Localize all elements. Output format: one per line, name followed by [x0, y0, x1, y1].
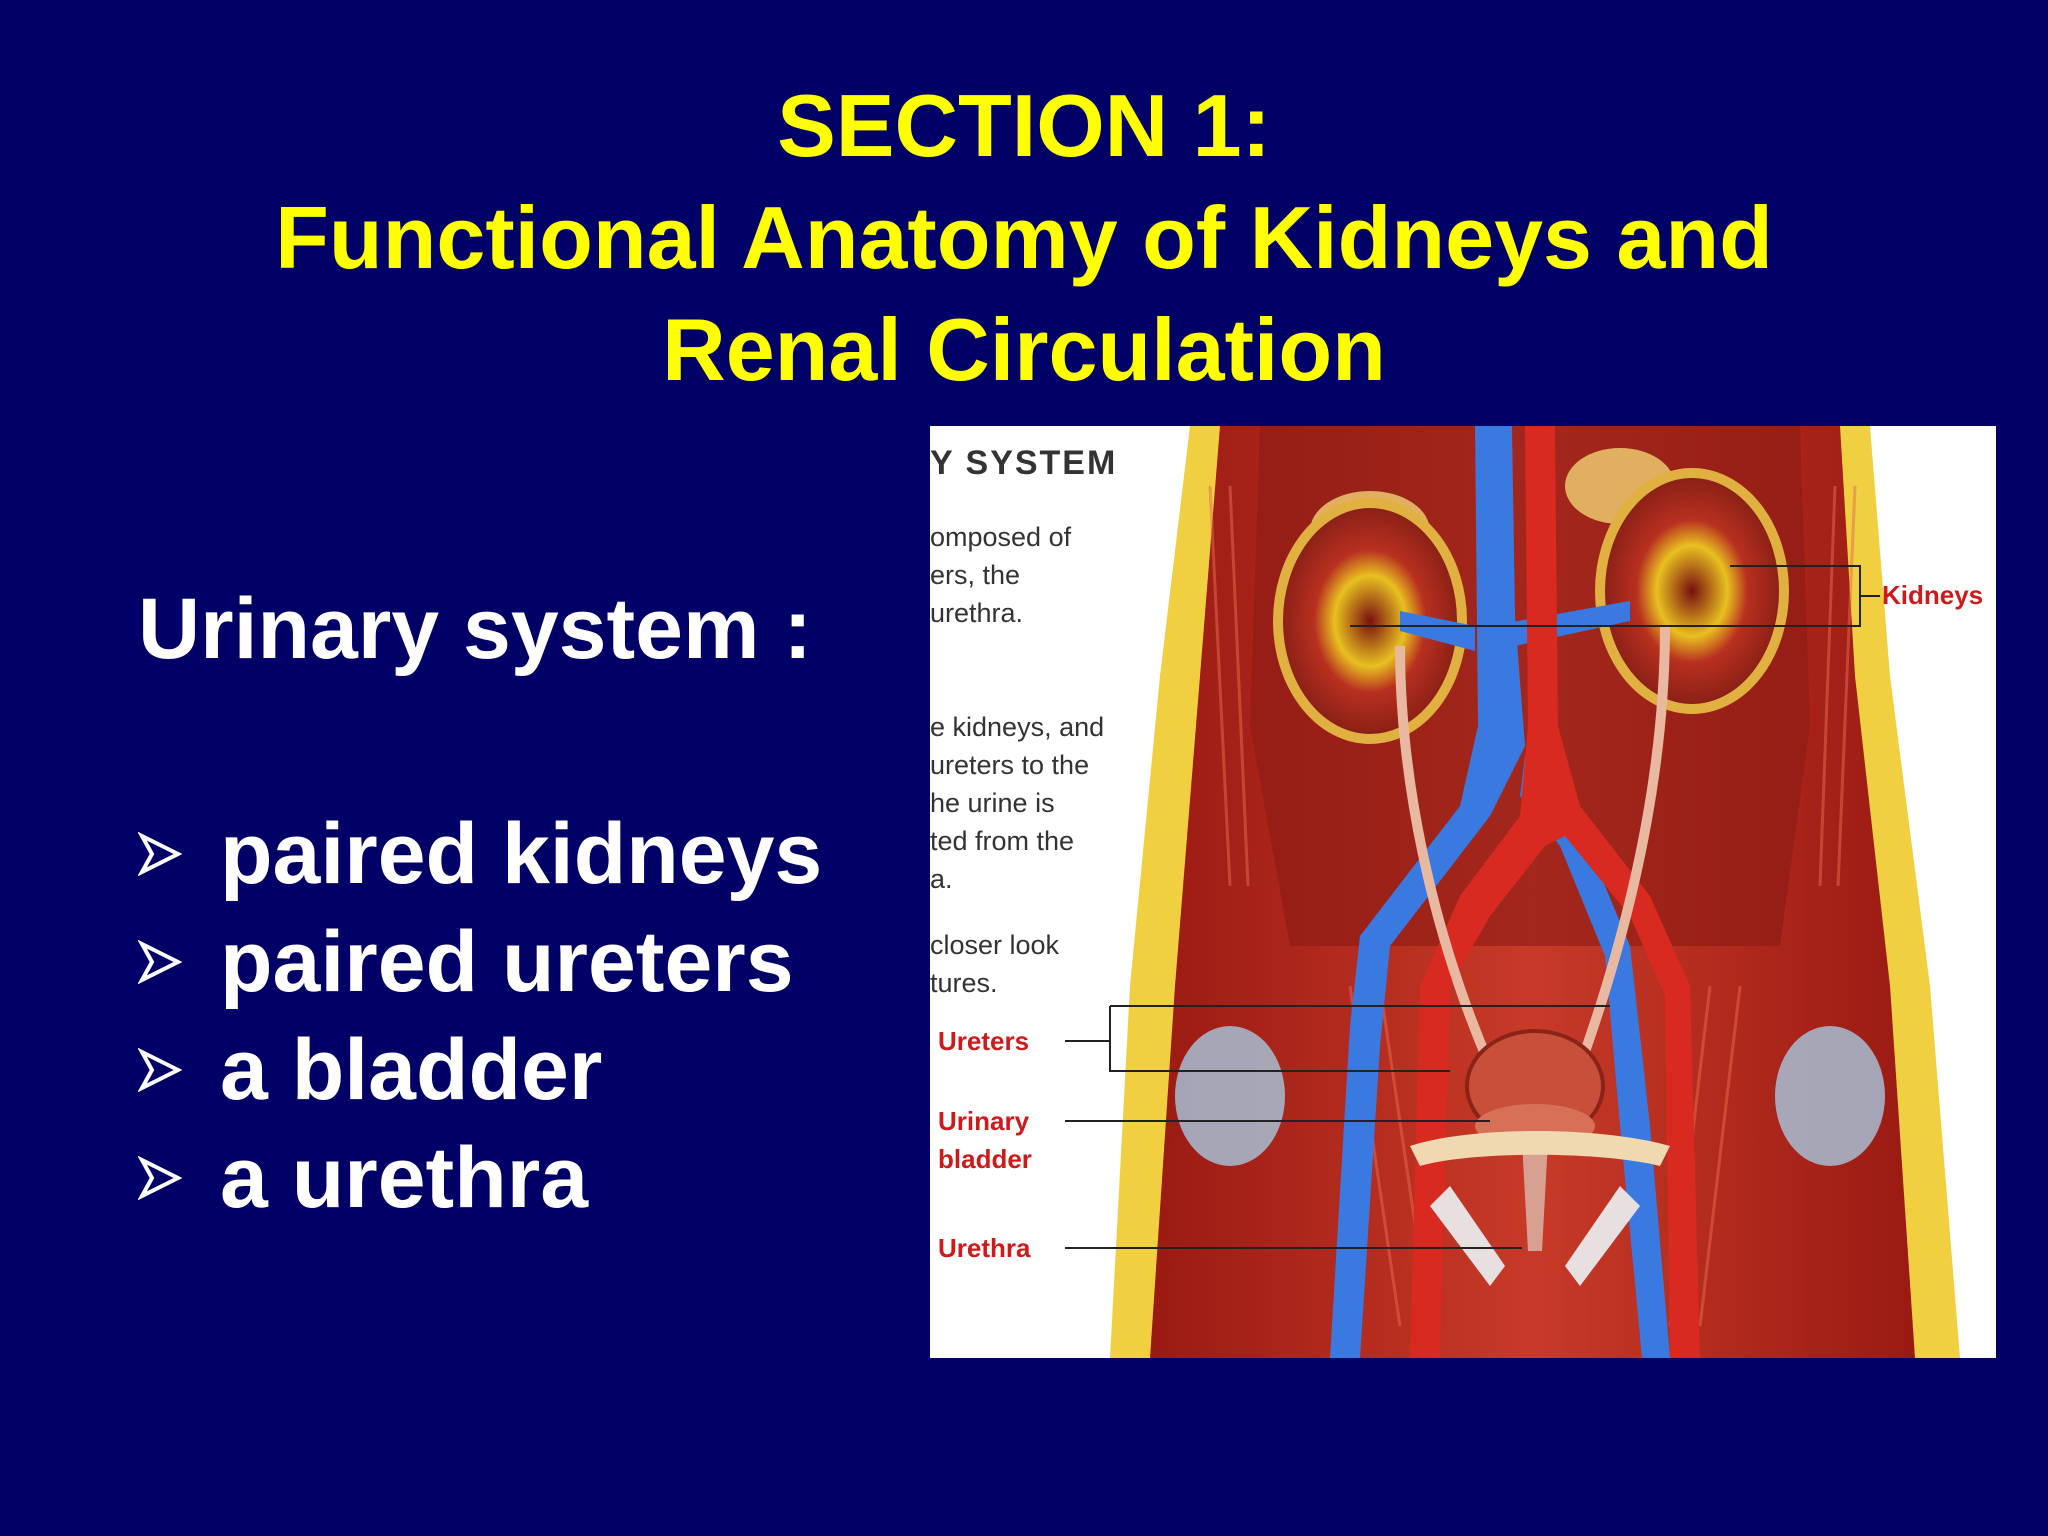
- figure-text-line: closer look: [930, 930, 1060, 960]
- urethra-label: Urethra: [938, 1233, 1031, 1263]
- bullet-item: paired ureters: [138, 908, 822, 1016]
- slide-title: SECTION 1: Functional Anatomy of Kidneys…: [0, 70, 2048, 406]
- figure-text-line: ted from the: [930, 826, 1075, 856]
- arrowhead-bullet-icon: [138, 832, 220, 876]
- arrowhead-bullet-icon: [138, 1048, 220, 1092]
- title-line-3: Renal Circulation: [662, 300, 1386, 399]
- title-line-2: Functional Anatomy of Kidneys and: [275, 188, 1773, 287]
- bullet-text: a bladder: [220, 1021, 603, 1118]
- arrowhead-bullet-icon: [138, 1156, 220, 1200]
- section-heading: Urinary system :: [138, 581, 812, 677]
- figure-text-line: urethra.: [930, 598, 1024, 628]
- urinary-bladder-label-line1: Urinary: [938, 1106, 1030, 1136]
- arrowhead-bullet-icon: [138, 940, 220, 984]
- figure-text-line: ureters to the: [930, 750, 1090, 780]
- title-line-1: SECTION 1:: [777, 76, 1271, 175]
- kidneys-label: Kidneys: [1882, 580, 1984, 610]
- urinary-system-illustration: Y SYSTEM omposed of ers, the urethra. e …: [930, 426, 1996, 1358]
- figure-text-line: he urine is: [930, 788, 1055, 818]
- figure-text-line: omposed of: [930, 522, 1072, 552]
- figure-title: Y SYSTEM: [930, 444, 1118, 482]
- bullet-text: paired kidneys: [220, 805, 823, 902]
- bullet-item: a bladder: [138, 1016, 822, 1124]
- ureters-label: Ureters: [938, 1026, 1030, 1056]
- urinary-bladder-label-line2: bladder: [938, 1144, 1032, 1174]
- figure-text-line: a.: [930, 864, 953, 894]
- bullet-text: a urethra: [220, 1129, 589, 1226]
- bullet-text: paired ureters: [220, 913, 794, 1010]
- figure-text-line: e kidneys, and: [930, 712, 1105, 742]
- figure-text-line: ers, the: [930, 560, 1021, 590]
- bullet-list: paired kidneys paired ureters a bladder …: [138, 800, 822, 1232]
- bullet-item: a urethra: [138, 1124, 822, 1232]
- figure-text-line: tures.: [930, 968, 998, 998]
- anatomy-drawing: [1065, 426, 1960, 1358]
- bullet-item: paired kidneys: [138, 800, 822, 908]
